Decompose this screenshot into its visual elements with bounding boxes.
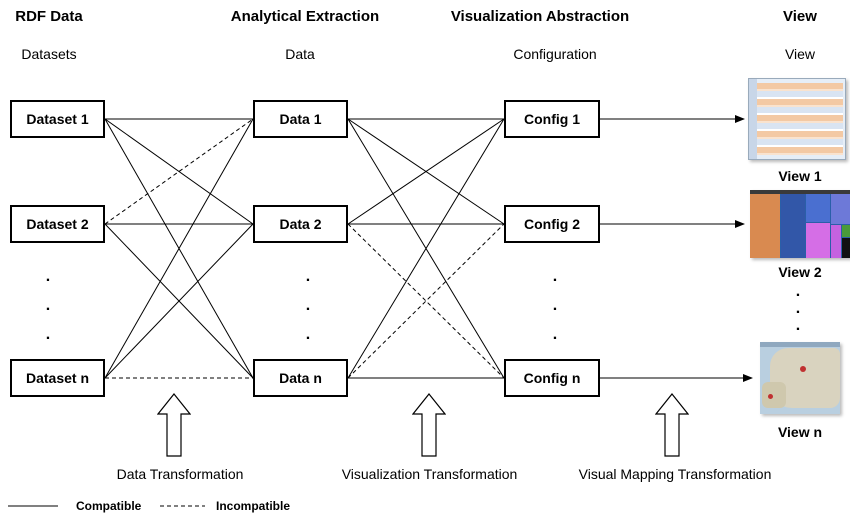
legend-compatible: Compatible [76,499,142,513]
edge-d2-data1-incompatible [104,118,254,225]
up-arrow-icon [655,393,689,457]
subheader-data: Data [285,46,315,62]
data-transformation-label: Data Transformation [116,466,244,482]
visualization-transformation-label: Visualization Transformation [341,466,518,482]
edge-dn-data2 [104,223,254,379]
data-n-box: Data n [253,359,351,400]
config-1-box: Config 1 [504,100,603,141]
datasets-ellipsis: . . . [45,268,51,343]
data-2-box: Data 2 [253,205,351,246]
up-arrow-icon [157,393,191,457]
dataset-1-box: Dataset 1 [10,100,108,141]
config-2-box: Config 2 [504,205,603,246]
header-analytical-extraction: Analytical Extraction [230,8,380,25]
visual-mapping-transformation-label: Visual Mapping Transformation [578,466,772,482]
edge-datan-c1 [347,118,505,379]
view-1-label: View 1 [778,168,822,184]
legend-incompatible: Incompatible [216,499,291,513]
subheader-view: View [784,46,816,62]
header-view: View [783,8,817,25]
header-rdf-data: RDF Data [15,8,83,25]
data-1-box: Data 1 [253,100,351,141]
edge-data2-c1 [347,118,505,225]
view-2-treemap-thumbnail [750,190,850,258]
edge-datan-c2-incompatible [347,223,505,379]
subheader-configuration: Configuration [513,46,597,62]
data-ellipsis: . . . [305,268,311,343]
dataset-2-box: Dataset 2 [10,205,108,246]
view-n-label: View n [777,424,823,440]
dataset-n-box: Dataset n [10,359,108,400]
view-2-label: View 2 [778,264,822,280]
config-n-box: Config n [504,359,603,400]
edge-data2-cn-incompatible [347,223,505,379]
up-arrow-icon [412,393,446,457]
edge-d1-data2 [104,118,254,225]
view-1-table-thumbnail [748,78,846,160]
configs-ellipsis: . . . [552,268,558,343]
view-n-map-thumbnail [760,342,840,414]
header-visualization-abstraction: Visualization Abstraction [450,8,630,25]
edge-dn-data1 [104,118,254,379]
subheader-datasets: Datasets [21,46,77,62]
views-ellipsis: . . . [795,283,801,334]
